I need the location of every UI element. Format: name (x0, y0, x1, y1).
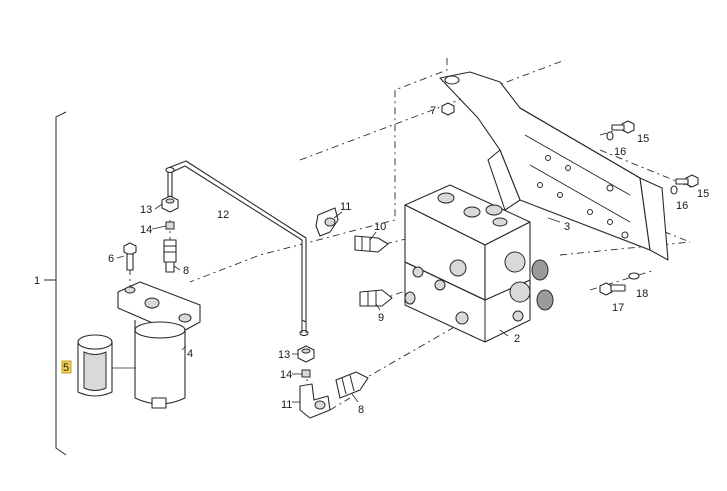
label-18[interactable]: 18 (636, 288, 648, 300)
label-15-lower[interactable]: 15 (697, 188, 709, 200)
assembly-bracket (44, 111, 67, 456)
label-8-lower[interactable]: 8 (358, 404, 364, 416)
washer-16-lower (670, 185, 678, 195)
label-2[interactable]: 2 (514, 333, 520, 345)
fitting-8-upper (163, 239, 177, 273)
elbow-11-upper (315, 207, 339, 237)
mounting-bracket-3 (439, 71, 669, 261)
filter-element-5 (77, 334, 136, 397)
elbow-11-lower (299, 383, 331, 419)
fitting-8-lower (335, 371, 369, 399)
callout-labels: 1 2 3 4 5 6 7 8 8 9 10 11 11 12 13 13 14… (34, 105, 709, 416)
label-6[interactable]: 6 (108, 253, 114, 265)
fitting-9 (359, 289, 393, 307)
filter-assembly-4 (117, 281, 201, 409)
label-16-upper[interactable]: 16 (614, 146, 626, 158)
leader-lines (116, 203, 561, 403)
label-10[interactable]: 10 (374, 221, 386, 233)
label-8-upper[interactable]: 8 (183, 265, 189, 277)
washer-18 (628, 272, 640, 280)
label-1[interactable]: 1 (34, 275, 40, 287)
bolt-6 (123, 242, 137, 271)
label-5[interactable]: 5 (63, 362, 69, 374)
label-12[interactable]: 12 (217, 209, 229, 221)
label-4[interactable]: 4 (187, 348, 193, 360)
label-16-lower[interactable]: 16 (676, 200, 688, 212)
ring-14-lower (301, 369, 311, 378)
washer-16-upper (606, 131, 614, 141)
bolt-15-upper (611, 120, 635, 134)
valve-block-2 (404, 184, 554, 343)
nut-13-lower (297, 345, 315, 363)
bolt-15-lower (675, 174, 699, 188)
label-13-lower[interactable]: 13 (278, 349, 290, 361)
ring-14-upper (165, 221, 175, 230)
label-11-lower[interactable]: 11 (281, 399, 292, 411)
label-7[interactable]: 7 (430, 105, 436, 117)
nut-13-upper (161, 195, 179, 213)
bolt-17 (599, 282, 626, 296)
label-14-upper[interactable]: 14 (140, 224, 152, 236)
label-5-highlight (61, 360, 72, 374)
label-13-upper[interactable]: 13 (140, 204, 152, 216)
label-9[interactable]: 9 (378, 312, 384, 324)
nut-7 (441, 102, 455, 116)
fitting-10 (354, 235, 389, 253)
label-11-upper[interactable]: 11 (340, 201, 351, 213)
label-14-lower[interactable]: 14 (280, 369, 292, 381)
label-3[interactable]: 3 (564, 221, 570, 233)
label-17[interactable]: 17 (612, 302, 624, 314)
label-15-upper[interactable]: 15 (637, 133, 649, 145)
